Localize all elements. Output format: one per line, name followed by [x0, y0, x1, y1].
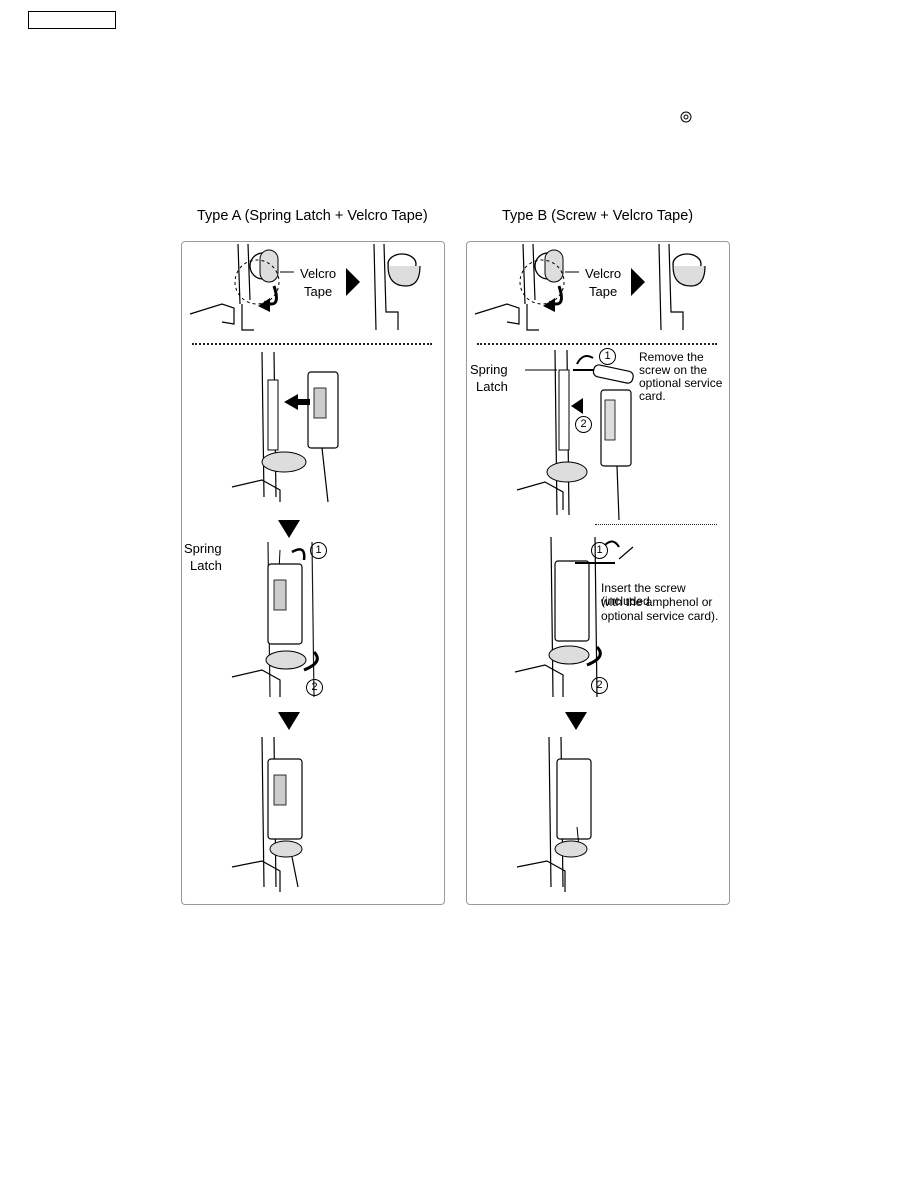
down-arrow-icon	[278, 520, 300, 538]
step-2-badge: 2	[591, 677, 608, 694]
circle-icon	[680, 111, 692, 123]
remove-text-line2: screw on the	[639, 363, 708, 377]
section-divider	[477, 343, 717, 345]
step-1-badge: 1	[310, 542, 327, 559]
spring-label-line2: Latch	[476, 379, 508, 394]
insert-text-line1: Insert the screw (included	[601, 581, 686, 608]
header-label-box	[28, 11, 116, 29]
type-a-title: Type A (Spring Latch + Velcro Tape)	[197, 208, 428, 224]
insert-text-line3: optional service card).	[601, 609, 719, 623]
arrow-right-icon	[631, 268, 645, 296]
spring-label-line1: Spring	[470, 362, 508, 377]
velcro-label-line1: Velcro	[300, 266, 337, 281]
type-a-panel: Velcro Tape Spring Latch 1 2	[181, 241, 445, 905]
section-divider	[192, 343, 432, 345]
arrow-right-icon	[346, 268, 360, 296]
velcro-label-line2: Tape	[304, 284, 333, 299]
insert-text-line2: with the amphenol or	[601, 595, 713, 609]
connector-attach-illustration	[231, 351, 339, 503]
velcro-unwrap-illustration	[474, 243, 579, 331]
spring-label-line2: Latch	[190, 558, 222, 573]
remove-text-line4: card.	[639, 389, 666, 403]
connector-secured-illustration	[231, 736, 303, 892]
remove-text-line3: optional service	[639, 376, 723, 390]
step-2-badge: 2	[306, 679, 323, 696]
spring-label-line1: Spring	[184, 541, 222, 556]
step-1-badge: 1	[591, 542, 608, 559]
down-arrow-icon	[565, 712, 587, 730]
section-divider-thin	[595, 524, 717, 525]
step-2-badge: 2	[575, 416, 592, 433]
screw-insert-illustration	[514, 536, 634, 698]
velcro-unwrap-illustration	[189, 243, 294, 331]
step-1-badge: 1	[599, 348, 616, 365]
type-b-title: Type B (Screw + Velcro Tape)	[502, 208, 694, 224]
latch-close-illustration	[231, 541, 319, 698]
remove-text-line1: Remove the	[639, 350, 704, 364]
type-b-panel: Velcro Tape Spring Latch 1 2 Remove the …	[466, 241, 730, 905]
down-arrow-icon	[278, 712, 300, 730]
velcro-label-line2: Tape	[589, 284, 618, 299]
screw-remove-illustration	[516, 349, 634, 521]
velcro-label-line1: Velcro	[585, 266, 622, 281]
velcro-wrapped-illustration	[658, 243, 706, 331]
connector-secured-illustration	[516, 736, 592, 892]
velcro-wrapped-illustration	[373, 243, 421, 331]
